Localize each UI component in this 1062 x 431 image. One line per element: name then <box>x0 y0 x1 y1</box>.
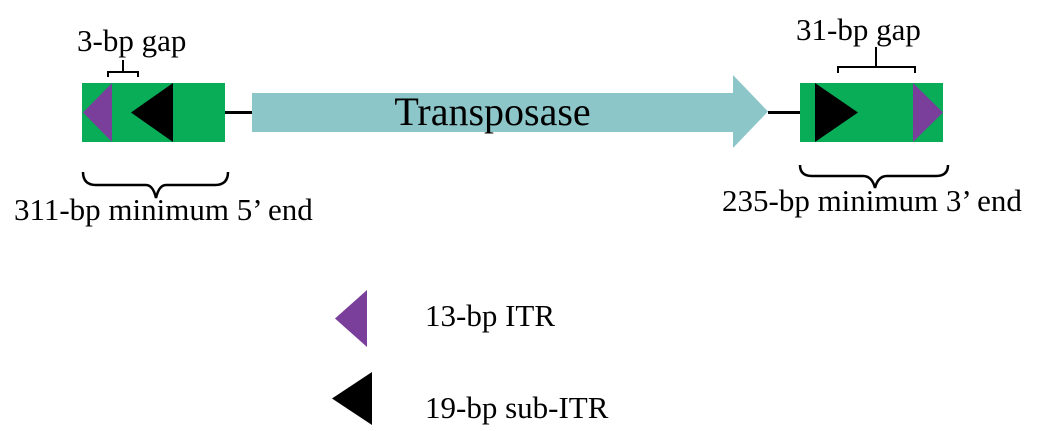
right-gap-label: 31-bp gap <box>796 12 921 47</box>
legend-itr-label: 13-bp ITR <box>425 298 556 333</box>
left-minimum-end-label: 311-bp minimum 5’ end <box>14 192 313 227</box>
transposase-label: Transposase <box>394 89 591 134</box>
right-range-brace <box>798 164 950 189</box>
right-minimum-end-label: 235-bp minimum 3’ end <box>722 183 1022 218</box>
left-range-brace <box>81 171 230 199</box>
left-itr-triangle-icon <box>83 83 112 142</box>
legend-sub-itr-label: 19-bp sub-ITR <box>425 390 609 425</box>
legend-itr-triangle-icon <box>335 290 367 347</box>
left-gap-bracket <box>107 60 139 77</box>
transposase-arrow <box>252 75 768 148</box>
left-sub-itr-triangle-icon <box>131 83 173 142</box>
right-gap-bracket <box>837 47 916 73</box>
legend-sub-itr-triangle-icon <box>332 372 372 425</box>
right-itr-triangle-icon <box>913 83 943 142</box>
right-sub-itr-triangle-icon <box>815 83 858 142</box>
left-gap-label: 3-bp gap <box>77 23 187 58</box>
